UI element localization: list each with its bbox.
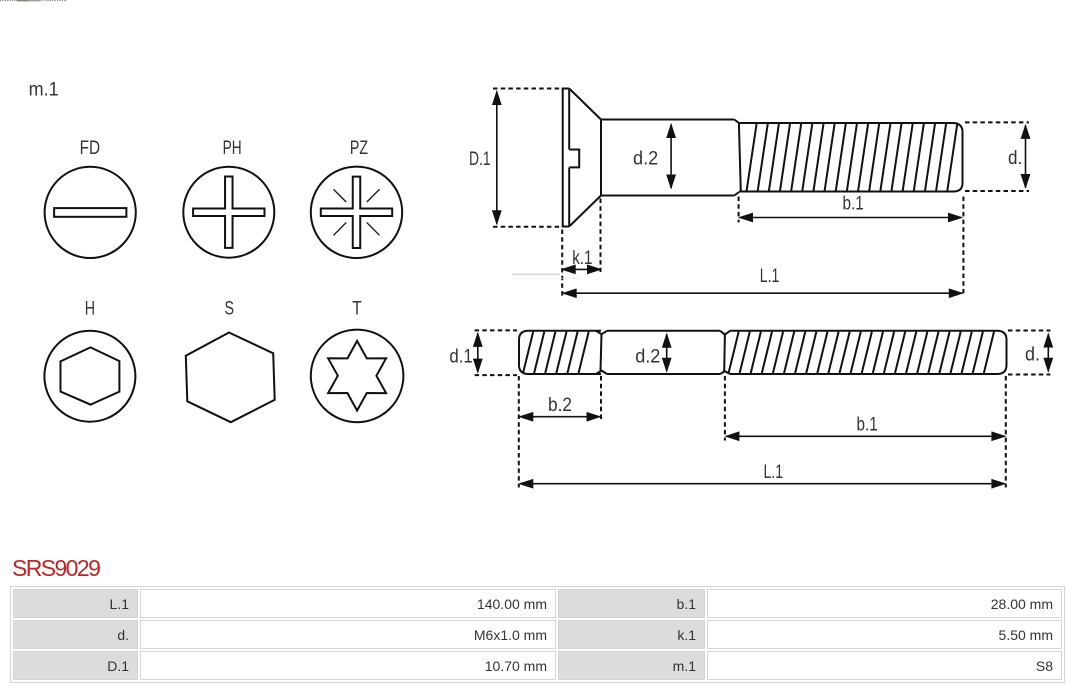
- svg-text:L.1: L.1: [760, 266, 780, 287]
- svg-text:PZ: PZ: [350, 138, 368, 159]
- svg-text:k.1: k.1: [572, 248, 592, 269]
- svg-text:S: S: [225, 299, 235, 320]
- svg-text:b.1: b.1: [843, 194, 864, 215]
- svg-text:m.1: m.1: [29, 80, 59, 101]
- svg-text:b.1: b.1: [857, 414, 878, 435]
- svg-text:FD: FD: [80, 138, 101, 159]
- svg-text:d.: d.: [1008, 148, 1022, 169]
- svg-text:d.: d.: [1025, 344, 1040, 365]
- svg-text:L.1: L.1: [764, 462, 784, 483]
- svg-text:d.2: d.2: [633, 149, 658, 170]
- svg-text:d.2: d.2: [635, 347, 660, 368]
- svg-text:H: H: [85, 299, 95, 320]
- svg-text:PH: PH: [223, 138, 242, 159]
- svg-text:d.1: d.1: [449, 347, 472, 368]
- svg-text:b.2: b.2: [548, 395, 572, 416]
- svg-text:D.1: D.1: [469, 149, 491, 170]
- svg-text:T: T: [352, 299, 362, 320]
